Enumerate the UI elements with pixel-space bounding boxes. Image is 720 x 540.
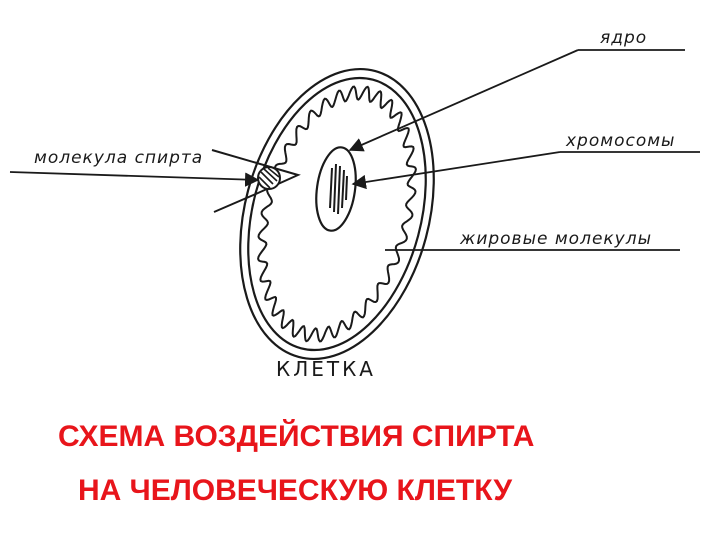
label-fat-molecules: жировые молекулы (459, 229, 652, 249)
alcohol-molecule (211, 149, 301, 213)
label-chromosomes: хромосомы (565, 131, 675, 151)
caption-line-1: СХЕМА ВОЗДЕЙСТВИЯ СПИРТА (58, 420, 535, 453)
chromosomes-icon (329, 163, 348, 215)
label-alcohol-molecule: молекула спирта (34, 148, 203, 168)
pointer-lines (9, 49, 700, 251)
nucleus (315, 146, 357, 232)
label-nucleus: ядро (600, 28, 647, 48)
caption-line-2: НА ЧЕЛОВЕЧЕСКУЮ КЛЕТКУ (78, 474, 512, 507)
fat-molecule-layer (257, 85, 417, 343)
label-cell: КЛЕТКА (276, 357, 376, 381)
cell-outline (239, 67, 435, 361)
